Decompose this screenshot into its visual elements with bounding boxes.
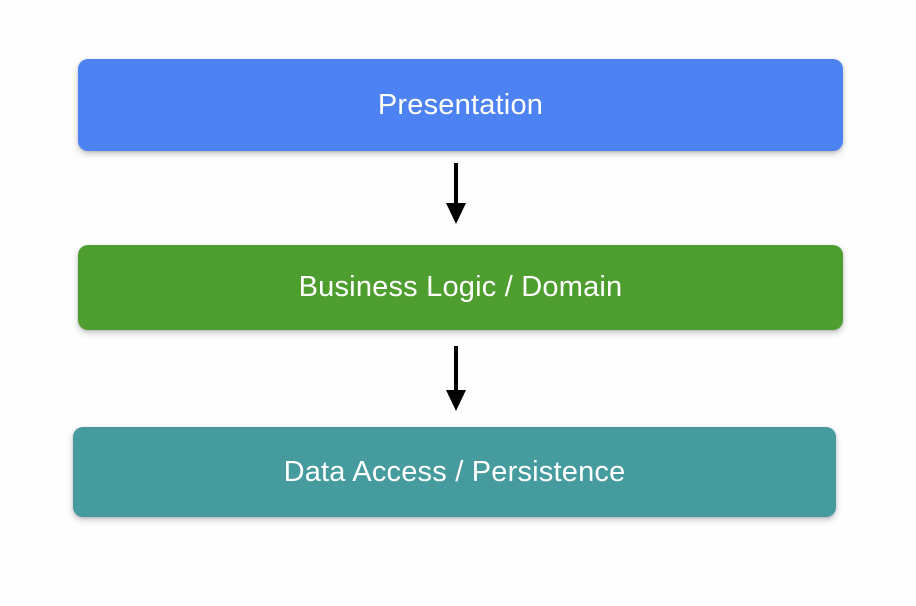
layer-label-business-logic: Business Logic / Domain [298, 271, 623, 303]
layer-label-data-access: Data Access / Persistence [283, 455, 626, 488]
layer-label-presentation: Presentation [377, 88, 544, 121]
down-arrow-icon-business-to-data [443, 346, 469, 412]
down-arrow-icon-presentation-to-business [443, 163, 469, 225]
layer-box-business-logic[interactable]: Business Logic / Domain [78, 245, 843, 330]
layer-box-presentation[interactable]: Presentation [78, 59, 843, 151]
layer-box-data-access[interactable]: Data Access / Persistence [73, 427, 836, 517]
